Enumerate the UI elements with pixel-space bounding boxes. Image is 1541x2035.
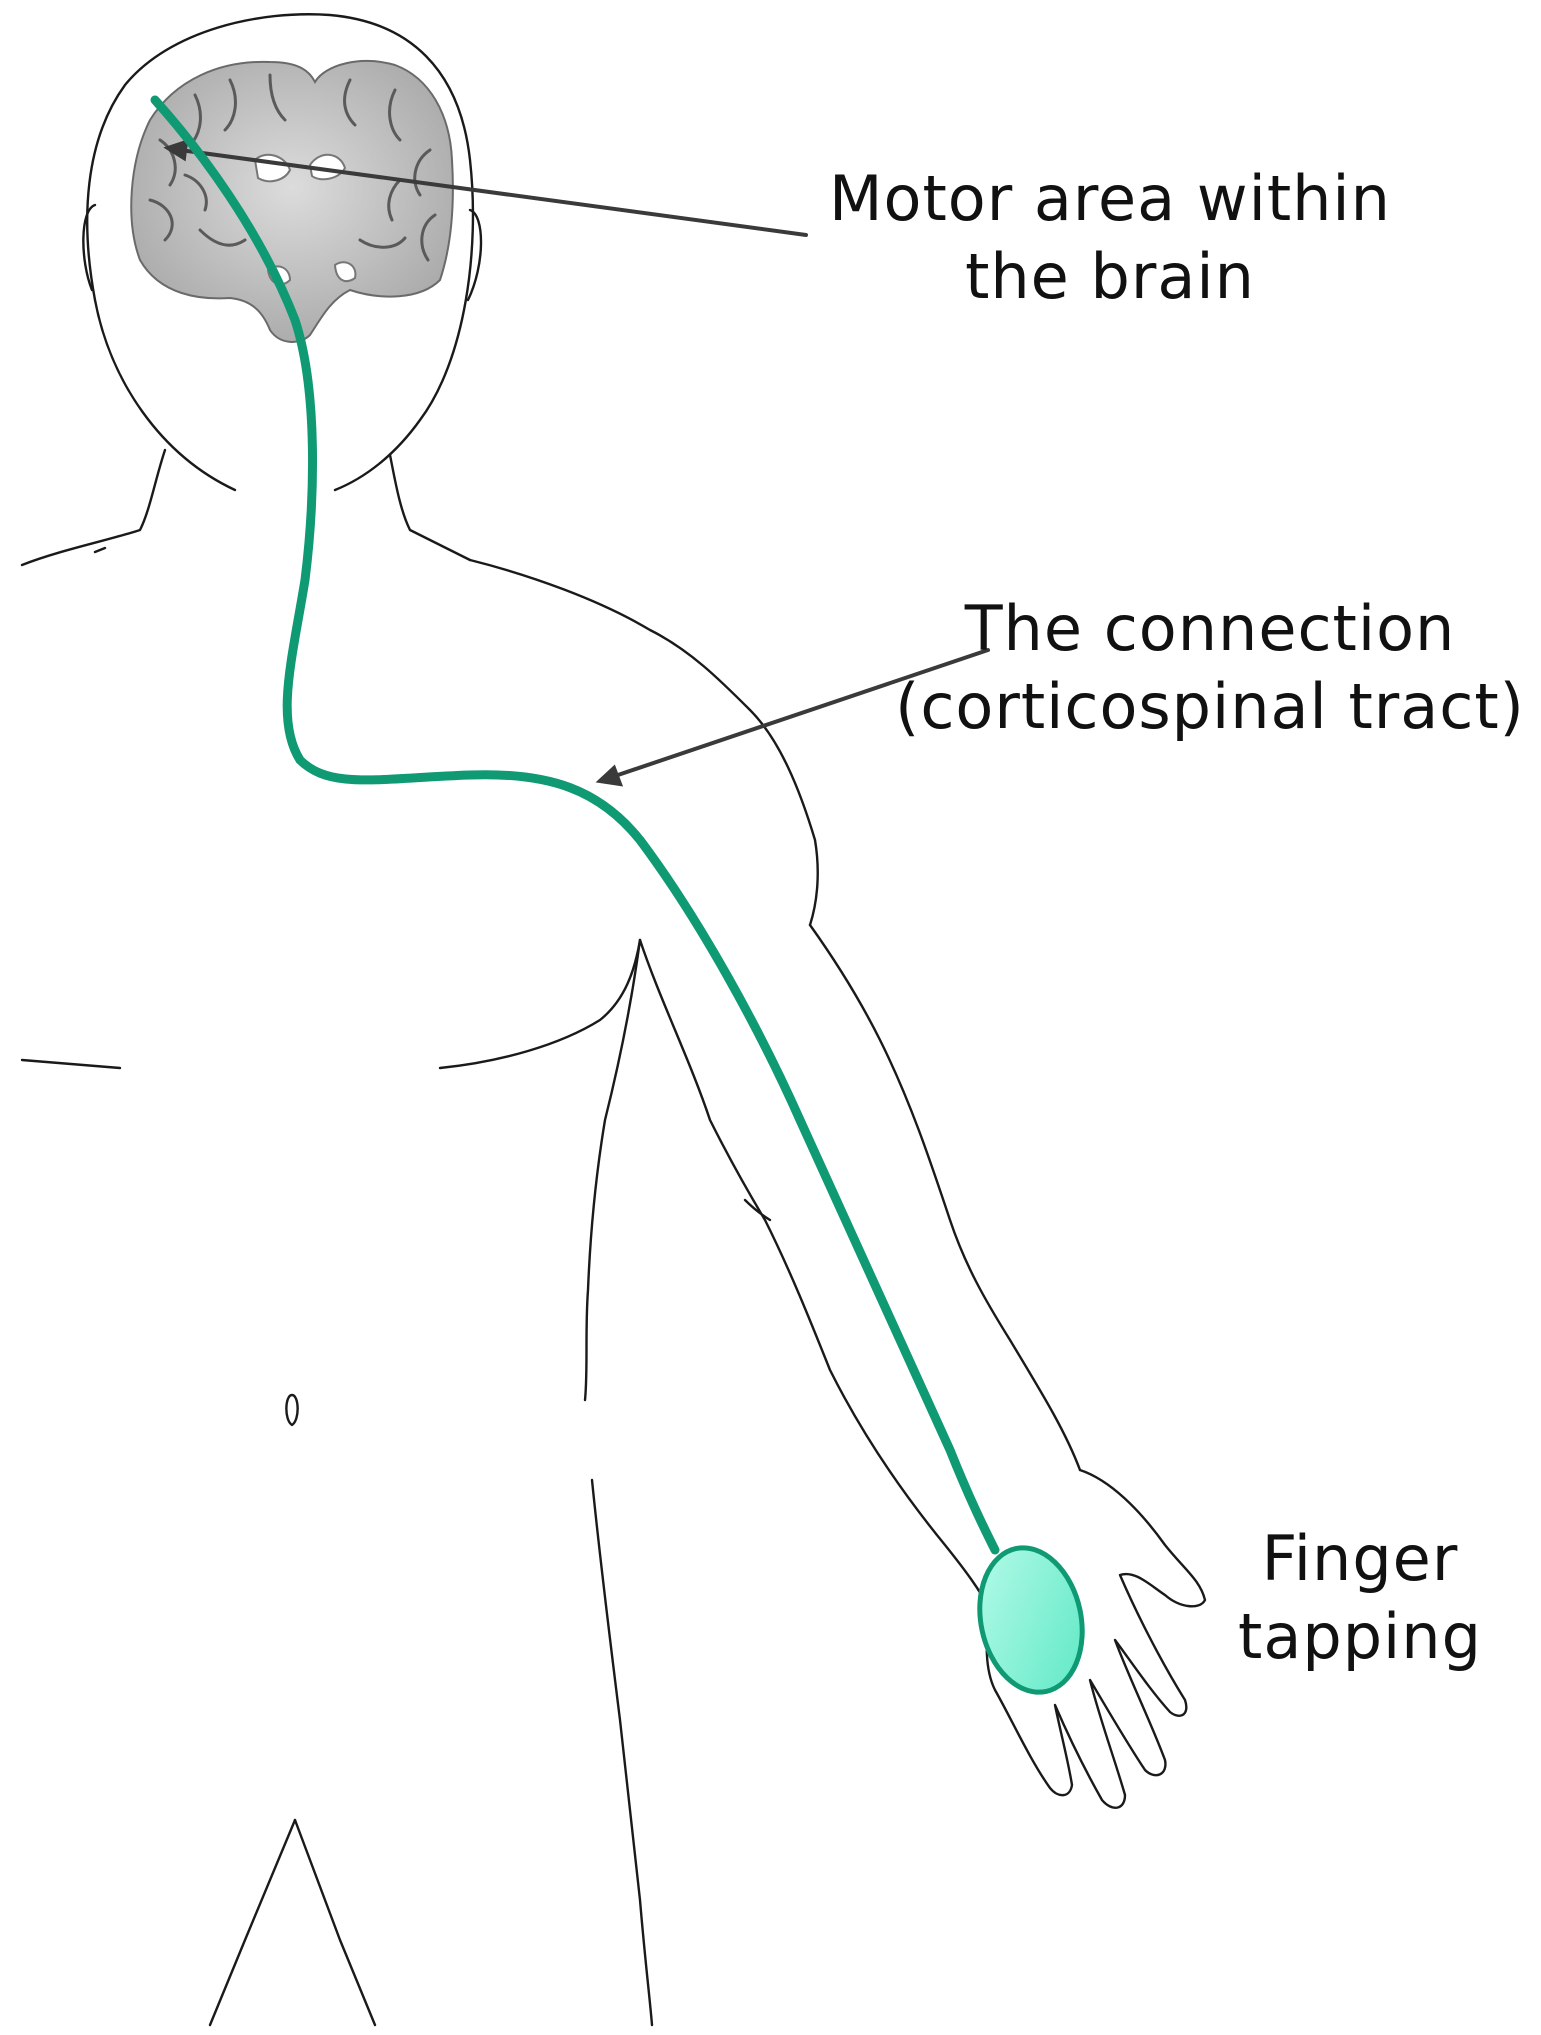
connection-label: The connection (corticospinal tract) bbox=[880, 590, 1540, 746]
brain-shape bbox=[131, 61, 453, 342]
motor-area-label-line2: the brain bbox=[800, 238, 1420, 316]
chest-line bbox=[440, 940, 640, 1068]
right-ear bbox=[468, 210, 481, 300]
connection-arrowhead bbox=[600, 768, 620, 784]
motor-area-label: Motor area within the brain bbox=[800, 160, 1420, 316]
right-arm-inner bbox=[640, 940, 990, 1610]
finger-tapping-label-line1: Finger bbox=[1230, 1520, 1490, 1598]
navel bbox=[286, 1395, 297, 1425]
connection-label-line2: (corticospinal tract) bbox=[880, 668, 1540, 746]
right-shoulder bbox=[470, 560, 818, 925]
crotch-right bbox=[295, 1820, 375, 2025]
connection-label-line1: The connection bbox=[880, 590, 1540, 668]
brain-slice bbox=[131, 61, 453, 342]
right-upper-arm-outer bbox=[810, 925, 1080, 1470]
finger-tapping-label-line2: tapping bbox=[1230, 1598, 1490, 1676]
crotch-left bbox=[210, 1820, 295, 2025]
torso-right-lower bbox=[592, 1480, 652, 2025]
elbow-crease bbox=[745, 1200, 770, 1220]
neck-right bbox=[390, 455, 470, 560]
left-shoulder-mark bbox=[95, 548, 105, 552]
neck-left bbox=[22, 450, 165, 565]
left-torso-edge bbox=[22, 1060, 120, 1068]
motor-area-label-line1: Motor area within bbox=[800, 160, 1420, 238]
finger-tapping-label: Finger tapping bbox=[1230, 1520, 1490, 1676]
finger-tapping-region bbox=[967, 1538, 1095, 1702]
